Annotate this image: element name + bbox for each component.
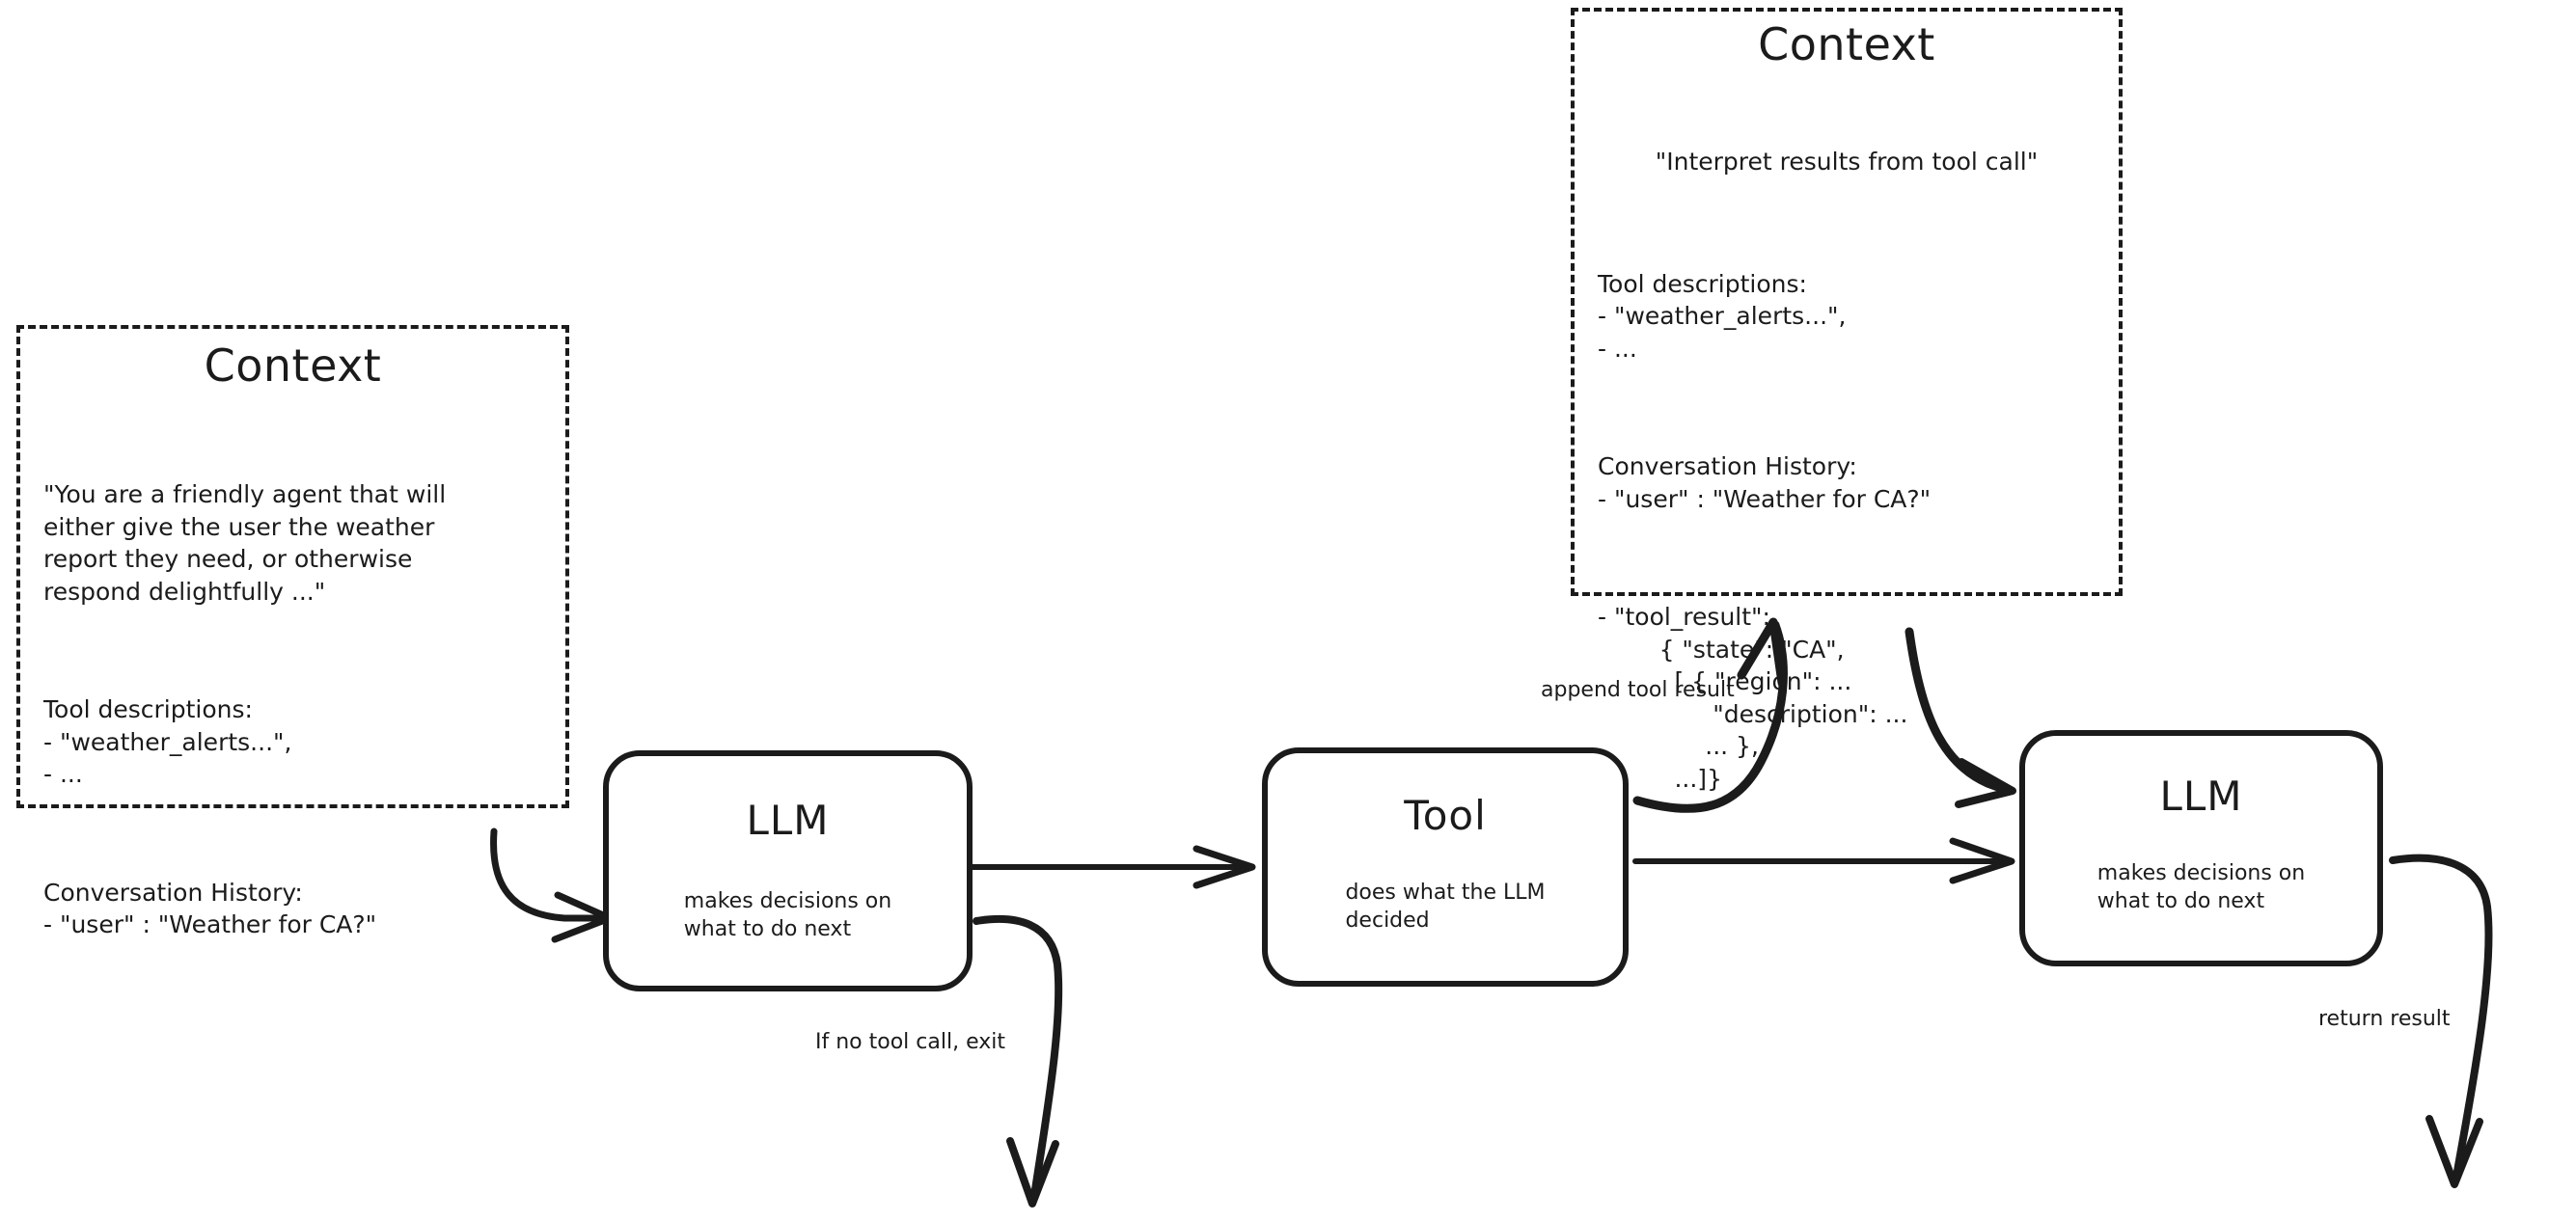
- context-left-paragraph-1: Tool descriptions: - "weather_alerts..."…: [43, 695, 292, 789]
- edge-label-return-result: return result: [2318, 1007, 2451, 1031]
- context-left-title: Context: [204, 339, 382, 392]
- node-llm-left-subtitle: makes decisions on what to do next: [683, 889, 892, 942]
- node-llm-right[interactable]: LLM makes decisions on what to do next: [2019, 730, 2383, 966]
- node-tool[interactable]: Tool does what the LLM decided: [1262, 747, 1629, 987]
- context-right-paragraph-1: Conversation History: - "user" : "Weathe…: [1598, 452, 1932, 513]
- node-tool-title: Tool: [1404, 792, 1487, 839]
- context-left-paragraph-0: "You are a friendly agent that will eith…: [43, 480, 447, 606]
- context-box-right: Context "Interpret results from tool cal…: [1571, 8, 2123, 793]
- context-left-paragraph-2: Conversation History: - "user" : "Weathe…: [43, 878, 377, 939]
- context-box-left: Context "You are a friendly agent that w…: [16, 325, 569, 938]
- context-right-body: "Interpret results from tool call" Tool …: [1598, 81, 2096, 859]
- node-llm-right-subtitle: makes decisions on what to do next: [2096, 861, 2306, 914]
- context-right-prompt: "Interpret results from tool call": [1655, 148, 2039, 176]
- context-right-paragraph-2: - "tool_result": { "state": "CA", [ { "r…: [1598, 603, 1908, 793]
- node-llm-left[interactable]: LLM makes decisions on what to do next: [603, 750, 973, 991]
- node-llm-left-title: LLM: [746, 797, 830, 844]
- edge-llm-to-tool: [967, 845, 1256, 889]
- edge-label-llm-exit: If no tool call, exit: [815, 1030, 1005, 1054]
- context-right-paragraph-0: Tool descriptions: - "weather_alerts..."…: [1598, 269, 1847, 363]
- edge-llm-exit: [973, 914, 1063, 1207]
- context-right-title: Context: [1758, 18, 1935, 70]
- node-llm-right-title: LLM: [2159, 773, 2243, 820]
- context-left-body: "You are a friendly agent that will eith…: [43, 414, 542, 1006]
- edge-label-append-tool-result: append tool result: [1541, 678, 1735, 702]
- node-tool-subtitle: does what the LLM decided: [1345, 881, 1546, 934]
